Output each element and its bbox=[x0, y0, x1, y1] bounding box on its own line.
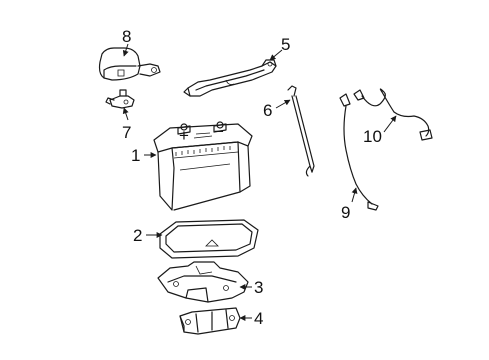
leader-7 bbox=[122, 107, 129, 121]
callout-3: 3 bbox=[254, 278, 263, 297]
callout-6: 6 bbox=[263, 101, 272, 120]
callout-8: 8 bbox=[122, 27, 131, 46]
callout-1: 1 bbox=[131, 146, 140, 165]
clamp-bolt-part bbox=[105, 89, 135, 109]
leader-9 bbox=[351, 187, 358, 203]
hold-down-bracket-part bbox=[183, 59, 277, 97]
positive-cable-part bbox=[353, 88, 433, 141]
callout-5: 5 bbox=[281, 35, 290, 54]
callout-7: 7 bbox=[122, 123, 131, 142]
leader-6 bbox=[275, 99, 291, 109]
support-bracket-part bbox=[179, 307, 241, 335]
negative-mark: − bbox=[214, 122, 224, 141]
leader-5 bbox=[269, 49, 283, 61]
leader-10 bbox=[383, 115, 397, 133]
terminal-cover-part bbox=[98, 47, 161, 81]
callout-10: 10 bbox=[363, 127, 382, 146]
callout-9: 9 bbox=[341, 203, 350, 222]
positive-mark: + bbox=[179, 126, 189, 145]
callout-4: 4 bbox=[254, 309, 263, 328]
negative-cable-part bbox=[339, 93, 379, 211]
leader-8 bbox=[122, 43, 129, 57]
battery-carrier-part bbox=[157, 261, 249, 303]
hold-down-rod-part bbox=[287, 85, 315, 177]
callout-2: 2 bbox=[133, 226, 142, 245]
battery-part: + − bbox=[153, 121, 253, 211]
battery-tray-part bbox=[159, 219, 259, 259]
